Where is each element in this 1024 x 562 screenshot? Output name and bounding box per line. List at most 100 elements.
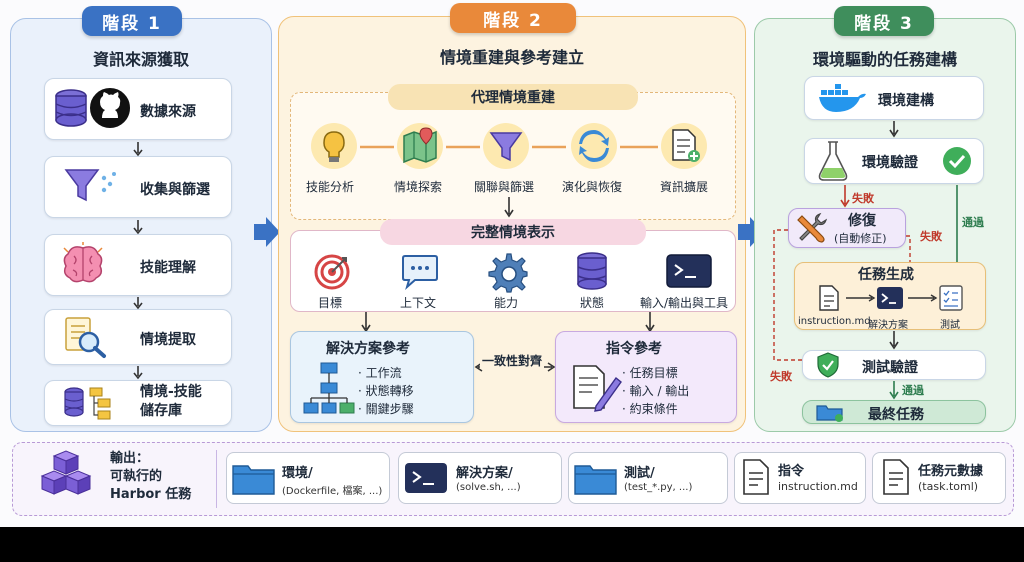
instruction-reference-title: 指令參考	[606, 341, 662, 357]
document-add-icon	[661, 123, 707, 169]
collect-filter-card	[44, 156, 232, 218]
full-item-label-5: 輸入/輸出與工具	[640, 296, 729, 310]
task-item-label-3: 測試	[940, 320, 960, 331]
database-icon	[55, 89, 87, 127]
stage2-title: 情境重建與參考建立	[439, 48, 584, 67]
solution-item-2: · 狀態轉移	[358, 384, 414, 398]
skill-understanding-label: 技能理解	[140, 260, 196, 276]
full-item-label-3: 能力	[494, 296, 519, 310]
fail-label-1: 失敗	[852, 192, 874, 205]
target-icon	[314, 254, 350, 290]
full-context-title: 完整情境表示	[380, 219, 646, 245]
output-sub-5: (task.toml)	[918, 480, 979, 493]
collect-filter-label: 收集與篩選	[140, 182, 210, 198]
stage2-badge: 階段 2	[450, 3, 576, 33]
final-task-label: 最終任務	[868, 407, 924, 423]
full-item-label-4: 狀態	[580, 296, 605, 310]
terminal-icon	[666, 254, 712, 288]
agent-to-full-arrow	[504, 197, 514, 218]
task-item-label-1: instruction.md	[798, 316, 871, 327]
stage1-to-stage2-arrow	[254, 217, 280, 247]
output-title-2: 解決方案/	[456, 466, 513, 481]
consistency-label: 一致性對齊	[480, 352, 545, 369]
diagram-canvas: 階段 1 資訊來源獲取 數據來源 收集與篩選 技能理解 情境提取 情境-技能 儲…	[0, 0, 1024, 527]
task-to-test-arrow	[889, 331, 899, 350]
output-title-1: 環境/	[282, 466, 313, 481]
gear-icon	[488, 253, 528, 293]
solution-terminal-icon	[877, 287, 903, 309]
tools-icon	[797, 212, 828, 243]
repair-label: 修復	[848, 213, 876, 229]
magnifier-document-icon	[65, 317, 106, 358]
test-checklist-icon	[939, 285, 963, 311]
map-icon	[397, 123, 443, 169]
pass-label-2: 通過	[902, 384, 924, 397]
agent-reconstruction-title: 代理情境重建	[388, 84, 638, 110]
sync-icon	[571, 123, 617, 169]
env-verify-label: 環境驗證	[862, 155, 918, 171]
repository-icon	[64, 387, 111, 420]
brain-icon	[63, 242, 103, 283]
instruction-item-3: · 約束條件	[622, 402, 678, 416]
flask-icon	[818, 141, 848, 181]
test-to-final-arrow	[889, 381, 899, 400]
task-item-label-2: 解決方案	[868, 320, 908, 331]
stage3-title: 環境驅動的任務建構	[812, 50, 957, 69]
fail-label-3: 失敗	[770, 370, 792, 383]
instruction-item-2: · 輸入 / 輸出	[622, 384, 690, 398]
task-generation-label: 任務生成	[858, 267, 914, 283]
funnel-icon	[64, 169, 116, 202]
stage3-badge: 階段 3	[834, 6, 934, 36]
env-build-to-verify-arrow	[889, 121, 899, 138]
output-sub-1: (Dockerfile, 檔案, ...)	[282, 486, 383, 497]
task-item-arrows	[846, 294, 938, 302]
github-icon	[90, 88, 130, 128]
agent-step-connectors	[360, 145, 658, 149]
state-database-icon	[577, 252, 607, 290]
instruction-doc-icon	[819, 285, 839, 311]
output-document-icon-1	[743, 459, 769, 495]
repair-sub-label: (自動修正)	[834, 232, 887, 245]
cubes-icon	[40, 450, 92, 495]
output-divider	[216, 450, 217, 508]
stage1-flow-arrows	[133, 142, 143, 380]
stage1-badge: 階段 1	[82, 6, 182, 36]
context-extraction-label: 情境提取	[140, 332, 196, 348]
solution-reference-title: 解決方案參考	[326, 341, 410, 357]
output-title-5: 任務元數據	[918, 464, 984, 479]
check-circle-icon	[943, 147, 971, 175]
final-folder-icon	[816, 405, 843, 422]
output-sub-4: instruction.md	[778, 480, 858, 493]
output-title-4: 指令	[778, 464, 805, 479]
output-folder-icon-2	[574, 465, 617, 495]
output-sub-2: (solve.sh, ...)	[456, 482, 521, 493]
stage2-to-stage3-arrow	[738, 217, 764, 247]
document-pen-icon	[573, 365, 622, 412]
test-verify-label: 測試驗證	[862, 360, 918, 376]
agent-step-label-5: 資訊擴展	[660, 180, 709, 194]
agent-step-label-3: 關聯與篩選	[474, 180, 535, 194]
shield-check-icon	[817, 352, 839, 378]
workflow-icon	[303, 362, 355, 414]
data-source-label: 數據來源	[140, 104, 196, 120]
solution-reference-card	[290, 331, 474, 423]
funnel-filter-icon	[483, 123, 529, 169]
full-item-label-1: 目標	[318, 296, 343, 310]
output-title-3: 測試/	[624, 466, 655, 481]
context-skill-repo-label: 情境-技能 儲存庫	[140, 384, 202, 419]
output-terminal-icon	[405, 463, 447, 493]
solution-item-1: · 工作流	[358, 366, 402, 380]
repair-loop-arrows	[773, 229, 911, 361]
chat-bubble-icon	[402, 255, 438, 290]
stage1-title: 資訊來源獲取	[92, 50, 189, 69]
output-document-icon-2	[883, 459, 909, 495]
lightbulb-icon	[311, 123, 357, 169]
env-verify-fail-arrow	[840, 185, 850, 208]
pass-label-1: 通過	[962, 216, 984, 229]
env-build-label: 環境建構	[878, 93, 934, 109]
agent-step-label-4: 演化與恢復	[562, 180, 623, 194]
output-folder-icon-1	[232, 465, 275, 495]
agent-step-label-2: 情境探索	[394, 180, 443, 194]
fail-label-2: 失敗	[920, 230, 942, 243]
output-sub-3: (test_*.py, ...)	[624, 482, 693, 493]
